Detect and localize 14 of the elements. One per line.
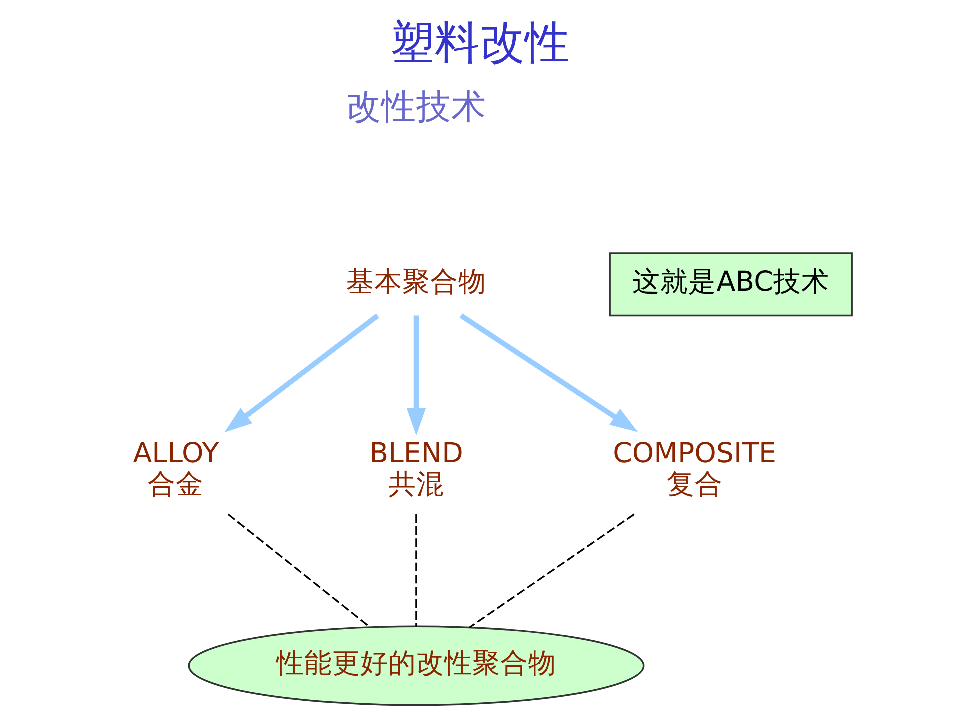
node-text: 基本聚合物 [346, 265, 486, 298]
node-text: BLEND 共混 [370, 436, 464, 500]
node-text: ALLOY 合金 [133, 436, 220, 500]
label: 改性技术 [346, 88, 486, 128]
connector [228, 514, 371, 628]
connector [416, 514, 418, 627]
arrow [224, 314, 380, 433]
connector [469, 514, 635, 628]
node-ellipse: 性能更好的改性聚合物 [188, 626, 645, 706]
node-text: COMPOSITE 复合 [613, 436, 776, 500]
node-box: 这就是ABC技术 [609, 252, 853, 317]
diagram-title: 塑料改性 [390, 16, 570, 69]
arrow [460, 314, 638, 432]
arrow [406, 316, 426, 436]
